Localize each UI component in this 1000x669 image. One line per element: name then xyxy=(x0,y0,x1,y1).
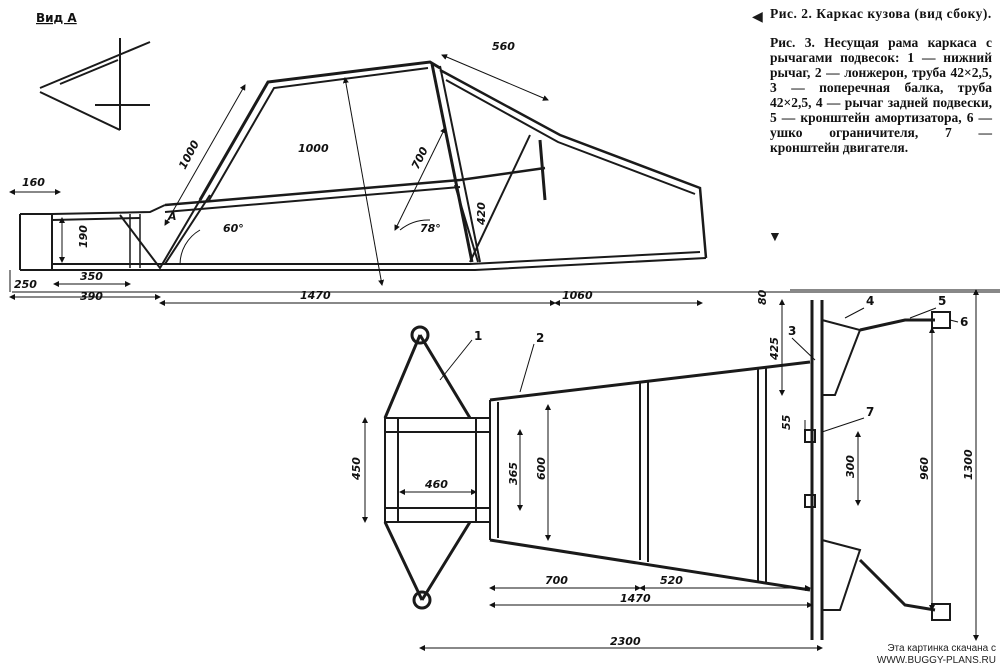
dim-1060: 1060 xyxy=(562,289,593,302)
dim-520: 520 xyxy=(660,574,683,587)
dim-250: 250 xyxy=(14,278,37,291)
callout-4: 4 xyxy=(866,294,874,308)
arrow-down-icon: ▼ xyxy=(768,228,782,244)
mid-rail xyxy=(164,166,546,207)
angle-60: 60° xyxy=(223,222,244,235)
mid-cross-member xyxy=(639,382,649,562)
watermark: Эта картинка скачана с WWW.BUGGY-PLANS.R… xyxy=(877,643,996,667)
dim-700-top: 700 xyxy=(545,574,568,587)
front-upper-rail-2 xyxy=(51,217,141,221)
label-A: А xyxy=(167,210,177,223)
arrow-left-icon: ◀ xyxy=(752,8,763,24)
rear-arm-bottom xyxy=(821,539,862,611)
hub-bottom xyxy=(412,590,432,610)
side-view xyxy=(19,60,708,271)
front-cross xyxy=(385,418,490,522)
dim-350: 350 xyxy=(80,270,103,283)
callout-3: 3 xyxy=(788,324,796,338)
dim-425: 425 xyxy=(768,337,781,361)
dim-1000b: 1000 xyxy=(298,142,329,155)
fig3-caption: Рис. 3. Несущая рама каркаса с рычагами … xyxy=(770,35,992,155)
brace-2 xyxy=(469,134,531,263)
watermark-line2: WWW.BUGGY-PLANS.RU xyxy=(876,655,996,666)
figure-caption: Рис. 2. Каркас кузова (вид сбоку). Рис. … xyxy=(752,6,992,155)
rear-cross-1 xyxy=(757,368,767,582)
brace-3 xyxy=(454,184,479,263)
hub-top xyxy=(410,325,430,345)
dim-390: 390 xyxy=(80,290,103,303)
shock-top xyxy=(859,318,935,332)
shock xyxy=(538,139,547,201)
side-view-dimensions xyxy=(9,54,1000,306)
engine-bracket-2 xyxy=(804,494,816,508)
callout-5: 5 xyxy=(938,294,946,308)
dim-420: 420 xyxy=(475,202,488,226)
dim-460: 460 xyxy=(424,478,448,491)
top-view xyxy=(383,300,951,640)
callout-leaders xyxy=(439,307,959,433)
rear-hoop xyxy=(430,63,474,263)
callout-7: 7 xyxy=(866,405,874,419)
dim-1470-side: 1470 xyxy=(300,289,331,302)
top-view-labels: 450 460 365 600 700 520 1470 2300 300 96… xyxy=(350,289,975,648)
dim-1470-top: 1470 xyxy=(620,592,651,605)
front-section xyxy=(19,213,53,271)
engine-bracket xyxy=(804,429,816,443)
dim-80: 80 xyxy=(756,289,769,305)
dim-300: 300 xyxy=(844,455,857,478)
dim-2300: 2300 xyxy=(610,635,641,648)
front-post xyxy=(129,214,141,268)
main-rail-top xyxy=(489,360,811,402)
watermark-line1: Эта картинка скачана с xyxy=(887,643,996,654)
lower-arm-bottom xyxy=(383,521,472,601)
front-cross-member xyxy=(489,400,499,540)
view-a-label: Вид А xyxy=(36,11,77,25)
dim-365: 365 xyxy=(507,462,520,485)
callout-1: 1 xyxy=(474,329,482,343)
dim-160: 160 xyxy=(22,176,45,189)
lower-arm-top xyxy=(383,334,472,419)
dim-450: 450 xyxy=(350,457,363,481)
rear-beam xyxy=(810,300,824,640)
front-box xyxy=(384,417,491,523)
dim-700-side: 700 xyxy=(409,145,431,172)
view-a-sketch xyxy=(39,38,151,131)
dim-1300: 1300 xyxy=(962,449,975,480)
callout-2: 2 xyxy=(536,331,544,345)
rear-arm-top xyxy=(821,319,862,396)
fig2-caption: Рис. 2. Каркас кузова (вид сбоку). xyxy=(770,6,992,21)
dim-960: 960 xyxy=(918,457,931,480)
bottom-rail-inner xyxy=(52,257,707,271)
front-upper-rail xyxy=(51,204,166,215)
top-view-dimensions xyxy=(362,289,1000,651)
dim-560: 560 xyxy=(492,40,515,53)
main-rail-bottom xyxy=(489,538,811,592)
rear-deck xyxy=(439,68,708,259)
roof-inner xyxy=(207,67,429,203)
bracket-bottom xyxy=(931,603,951,621)
dim-600: 600 xyxy=(535,457,548,480)
callout-6: 6 xyxy=(960,315,968,329)
angle-78: 78° xyxy=(420,222,441,235)
dim-55: 55 xyxy=(780,414,793,430)
shock-bottom xyxy=(858,558,936,612)
dim-190: 190 xyxy=(77,225,90,248)
bottom-rail xyxy=(52,251,701,265)
